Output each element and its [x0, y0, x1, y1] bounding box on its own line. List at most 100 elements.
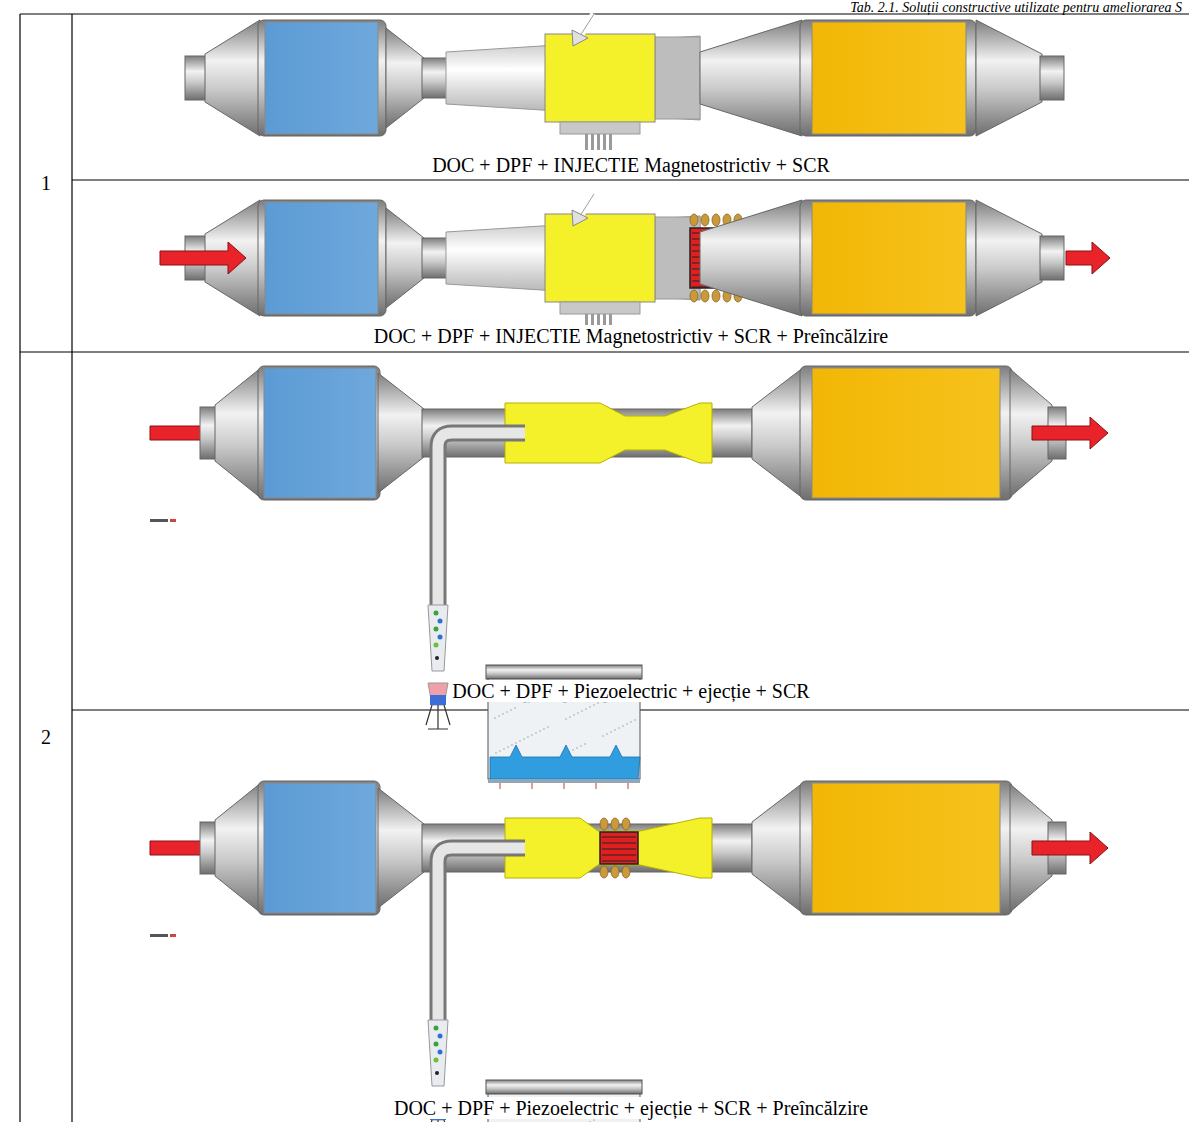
mist: [577, 712, 579, 714]
venturi: [505, 403, 712, 463]
cone: [215, 782, 262, 914]
doc-brick: [265, 22, 378, 134]
housing: [800, 366, 1012, 500]
nozzle-column: [428, 605, 448, 671]
mist: [547, 726, 549, 728]
dpf-brick: [545, 34, 655, 122]
table-caption: Tab. 2.1. Soluții constructive utilizate…: [847, 0, 1185, 15]
cell-caption: DOC + DPF + Piezoelectric + ejecție + SC…: [449, 680, 812, 702]
liquid: [490, 745, 640, 779]
flow-arrow: [1032, 832, 1108, 864]
cone: [386, 208, 424, 308]
heater-stripe: [602, 860, 636, 861]
scr-brick: [812, 783, 1000, 913]
droplet: [434, 1026, 439, 1031]
scr-brick: [812, 22, 966, 134]
feed-pipe: [438, 848, 525, 1020]
coil: [712, 290, 720, 302]
mist: [498, 715, 500, 717]
injector-pin: [609, 134, 612, 150]
mist: [499, 750, 501, 752]
housing: [258, 781, 380, 915]
heater-stripe: [602, 854, 636, 855]
tank-foot: [500, 783, 501, 789]
flow-arrow: [1032, 417, 1108, 449]
droplet: [434, 643, 439, 648]
doc-brick: [265, 202, 378, 314]
coil: [622, 866, 630, 878]
spray-arrow: [572, 210, 588, 226]
mist: [503, 748, 505, 750]
mist: [506, 711, 508, 713]
housing: [800, 781, 1012, 915]
droplet: [435, 656, 439, 660]
cone: [378, 373, 424, 493]
housing: [258, 200, 386, 316]
coil: [622, 818, 630, 830]
feed-pipe: [438, 433, 525, 605]
mist: [602, 735, 604, 737]
mist: [593, 1119, 595, 1121]
tank-foot: [532, 783, 533, 789]
injector-base: [560, 302, 640, 314]
mist: [593, 704, 595, 706]
mist: [597, 702, 599, 704]
droplet: [438, 635, 443, 640]
cell-caption: DOC + DPF + INJECTIE Magnetostrictiv + S…: [429, 154, 833, 176]
mist: [618, 727, 620, 729]
mist: [581, 710, 583, 712]
coil: [600, 866, 608, 878]
spray-arrow: [572, 30, 588, 46]
cone: [700, 200, 802, 316]
tank-foot: [628, 783, 629, 789]
housing: [800, 20, 976, 136]
mist: [514, 707, 516, 709]
neck: [422, 58, 448, 98]
heater-stripe: [602, 842, 636, 843]
cone: [752, 367, 804, 499]
injector-pin: [597, 134, 600, 150]
outlet-pipe: [1040, 56, 1064, 100]
mist: [589, 1121, 591, 1122]
coil: [600, 818, 608, 830]
flow-arrow: [160, 242, 246, 274]
piezo-cell: [430, 695, 446, 705]
mist: [580, 745, 582, 747]
mist: [543, 728, 545, 730]
cone: [976, 200, 1042, 316]
injector-base: [560, 122, 640, 134]
mist: [539, 730, 541, 732]
droplet: [438, 619, 443, 624]
nozzle-stand: [426, 1120, 450, 1122]
mist: [622, 725, 624, 727]
droplet: [438, 1034, 443, 1039]
piezo-cell: [428, 683, 448, 705]
coil: [611, 866, 619, 878]
spray-arrow: [580, 14, 594, 36]
mist: [535, 732, 537, 734]
doc-brick: [264, 783, 376, 913]
ring: [655, 37, 700, 119]
mist: [511, 744, 513, 746]
mist: [585, 708, 587, 710]
tiny-mark: [150, 934, 168, 937]
coil: [701, 290, 709, 302]
mist: [584, 743, 586, 745]
flow-arrow: [1066, 242, 1110, 274]
row-number: 1: [38, 172, 54, 194]
cone: [700, 20, 802, 136]
mist: [614, 729, 616, 731]
droplet: [434, 611, 439, 616]
neck: [422, 238, 448, 278]
mist: [495, 752, 497, 754]
doc-brick: [264, 368, 376, 498]
mist: [531, 734, 533, 736]
droplet: [434, 1042, 439, 1047]
mist: [572, 749, 574, 751]
outlet-pipe: [1040, 236, 1064, 280]
heater: [600, 832, 638, 864]
cone: [976, 20, 1042, 136]
spray-arrow: [580, 194, 594, 216]
nozzle-stand: [426, 705, 450, 729]
tank-lid: [486, 1080, 642, 1094]
